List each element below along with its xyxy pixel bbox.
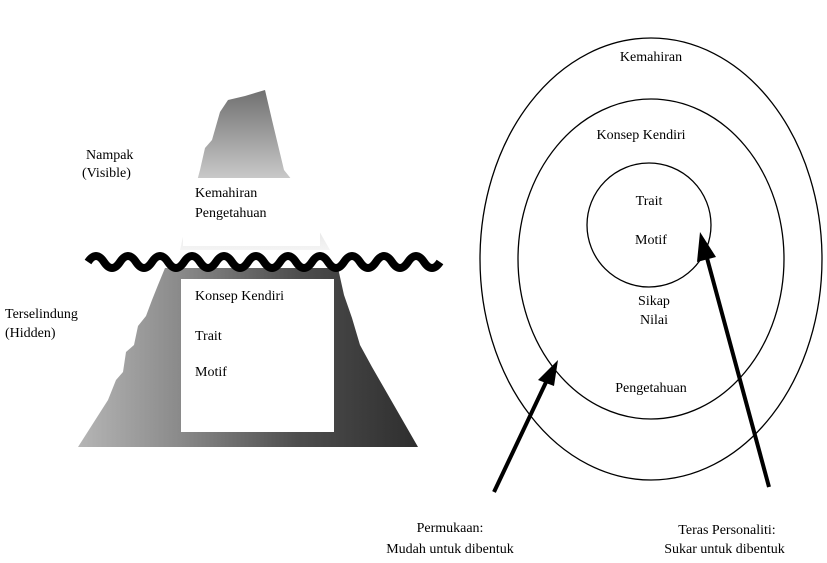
core-caption-desc: Sukar untuk dibentuk [664,542,785,557]
surface-arrow-line [492,377,550,493]
surface-caption-title: Permukaan: [416,521,484,536]
middle-circle [517,98,785,420]
visible-items-box [183,178,320,246]
core-arrow-line [705,257,771,488]
surface-caption-desc: Mudah untuk dibentuk [386,542,514,557]
surface-arrow-head [538,360,558,386]
inner-circle-motive: Motif [635,233,667,248]
below-item-motive: Motif [195,365,227,380]
inner-circle [586,162,712,288]
below-item-trait: Trait [195,329,222,344]
outer-circle [479,37,823,481]
hidden-items-box [181,279,334,432]
core-arrow-head [697,232,716,262]
outer-circle-bottom-label: Pengetahuan [615,381,687,396]
above-item-skill: Kemahiran [195,186,258,201]
waterline [84,252,444,272]
hidden-label: Terselindung [5,307,78,322]
visible-label: Nampak [86,148,134,163]
inner-circle-trait: Trait [635,194,663,209]
below-item-self-concept: Konsep Kendiri [195,289,285,304]
visible-label-en: (Visible) [82,166,131,181]
middle-circle-attitude: Sikap [638,294,670,309]
above-item-knowledge: Pengetahuan [195,206,267,221]
hidden-label-en: (Hidden) [5,326,56,341]
outer-circle-label: Kemahiran [619,50,683,65]
core-caption-title: Teras Personaliti: [678,523,776,538]
middle-circle-label: Konsep Kendiri [596,128,686,143]
middle-circle-value: Nilai [640,313,668,328]
